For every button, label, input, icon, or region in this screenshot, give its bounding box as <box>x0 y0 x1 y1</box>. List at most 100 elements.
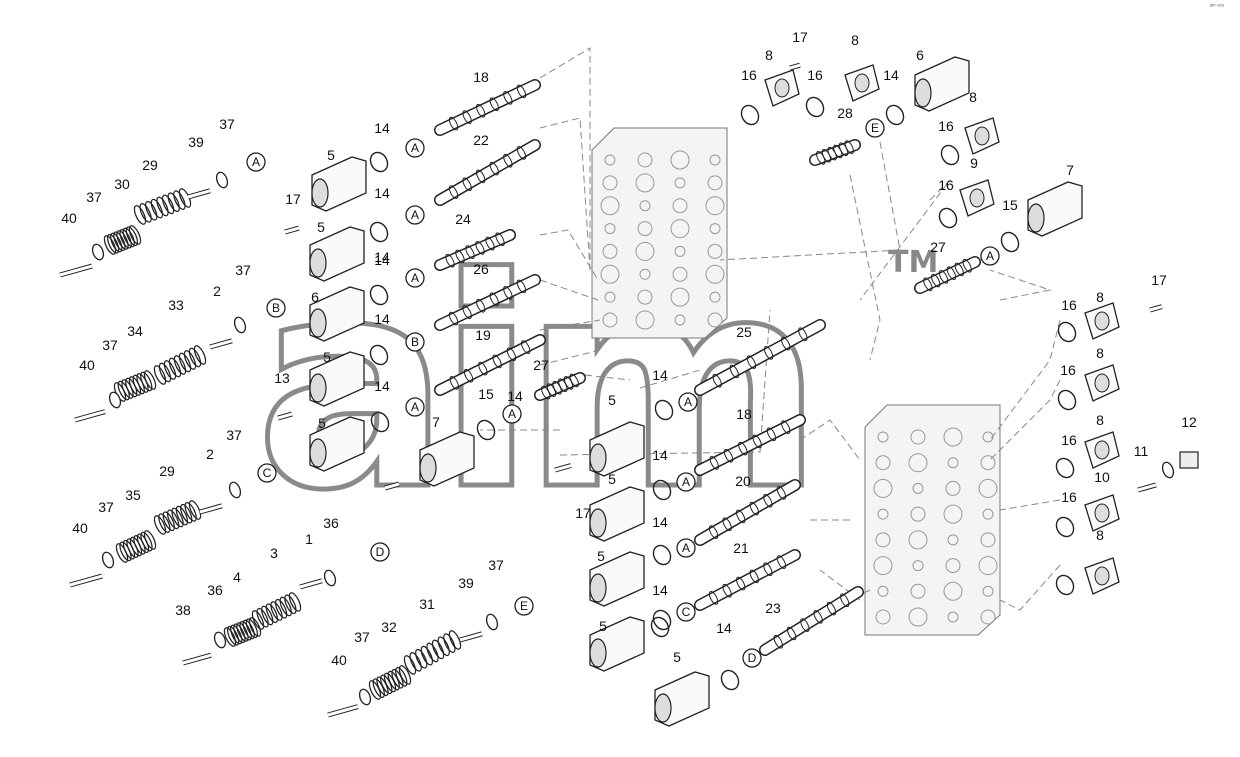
part-number-label: 24 <box>455 211 471 227</box>
part-number-label: 2 <box>206 446 214 462</box>
spool-land <box>475 103 486 118</box>
spool-land <box>763 346 774 360</box>
spring-coil <box>270 601 283 621</box>
port-hole <box>604 223 616 235</box>
port-hole <box>602 243 618 259</box>
reference-circle: C <box>257 463 277 483</box>
cap-end <box>914 78 932 108</box>
part-number-label: 8 <box>1096 412 1104 428</box>
reference-letter: A <box>986 249 994 263</box>
spring-coil <box>398 665 412 685</box>
spring-coil <box>437 636 450 657</box>
part-number-label: 6 <box>916 47 924 63</box>
port-hole <box>600 264 620 284</box>
o-ring <box>938 207 958 229</box>
spool-land <box>475 169 486 184</box>
port-hole <box>604 291 616 303</box>
spool-land <box>569 373 580 388</box>
cap-end <box>589 573 607 603</box>
reference-letter: A <box>411 400 419 414</box>
bolt-fill <box>299 579 323 589</box>
part-number-label: 16 <box>1061 432 1077 448</box>
spool-land <box>729 364 740 379</box>
spring-coil <box>395 667 408 687</box>
part-number-label: 14 <box>716 620 732 636</box>
part-number-label: 8 <box>1096 527 1104 543</box>
flange-boss <box>774 78 790 98</box>
flange-boss <box>1094 440 1110 460</box>
flange-8c <box>964 117 1000 155</box>
port-hole <box>982 585 994 597</box>
part-number-label: 14 <box>652 367 668 383</box>
plug-13 <box>277 411 293 421</box>
part-number-label: 35 <box>125 487 141 503</box>
bolt-fill <box>554 464 572 472</box>
spring-coil <box>158 362 172 383</box>
spool-land <box>780 420 791 434</box>
reference-circle: A <box>246 152 266 172</box>
bolt-fill <box>59 264 93 277</box>
port-hole <box>980 532 996 548</box>
part-number-label: 25 <box>736 324 752 340</box>
spring-coil <box>188 500 202 520</box>
spring-coil <box>180 503 193 524</box>
spool-land <box>749 501 760 516</box>
part-number-label: 37 <box>86 189 102 205</box>
part-number-label: 5 <box>673 649 681 665</box>
washer <box>213 631 227 649</box>
spool-land <box>462 110 472 124</box>
port-hole <box>978 556 998 576</box>
spool-land <box>766 427 777 442</box>
part-number-label: 14 <box>374 311 390 327</box>
o-ring <box>1057 389 1077 411</box>
leader-line <box>539 229 599 281</box>
spring-coil <box>140 531 153 552</box>
o-ring <box>476 419 496 441</box>
o-ring <box>805 96 825 118</box>
spring-33 <box>153 345 207 385</box>
spring-coil <box>175 505 189 526</box>
leader-line <box>989 269 1052 301</box>
o-ring <box>652 544 672 566</box>
spool-land <box>723 448 734 463</box>
washer <box>215 171 229 189</box>
spring-coil <box>242 619 255 640</box>
spring-coil <box>153 365 167 385</box>
part-number-label: 2 <box>213 283 221 299</box>
plug-12 <box>1179 451 1199 469</box>
spring-coil <box>230 624 243 645</box>
reference-circle-ring <box>370 542 390 562</box>
part-number-label: 13 <box>274 370 290 386</box>
part-number-label: 21 <box>733 540 749 556</box>
reference-letter: C <box>263 466 272 480</box>
washer <box>233 316 247 334</box>
spool-land <box>516 279 527 294</box>
bolt-fill <box>187 189 211 199</box>
spring-coil <box>113 231 126 252</box>
port-hole <box>978 478 998 498</box>
bolt-fill <box>182 653 212 665</box>
spring-coil <box>119 228 132 249</box>
reference-letter: A <box>682 541 690 555</box>
port-hole <box>980 609 996 625</box>
spool-land <box>946 266 957 280</box>
spring-coil <box>188 347 202 368</box>
leader-line <box>999 499 1061 511</box>
port-hole <box>635 241 655 261</box>
reference-circle-ring <box>405 138 425 158</box>
part-number-label: 16 <box>807 67 823 83</box>
corner-code: ᵃᵐ ᵒᵒᵒ <box>1209 4 1224 10</box>
port-hole <box>670 219 690 239</box>
port-hole <box>877 508 889 520</box>
spool-land <box>800 618 810 632</box>
washer <box>91 243 105 261</box>
spool-20 <box>694 479 801 546</box>
part-number-label: 33 <box>168 297 184 313</box>
leader-line <box>539 47 591 260</box>
port-hole <box>705 196 725 216</box>
port-hole <box>945 480 961 496</box>
part-number-label: 34 <box>127 323 143 339</box>
spool-land <box>735 576 746 591</box>
part-number-label: 3 <box>270 545 278 561</box>
